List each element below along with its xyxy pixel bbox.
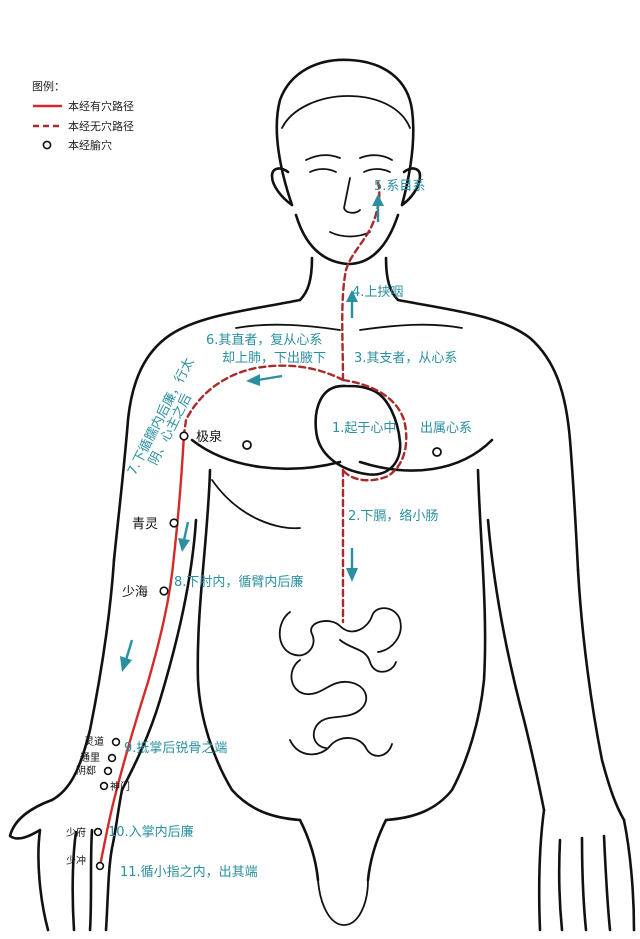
left-eyebrow [305, 154, 341, 161]
right-hand [537, 808, 636, 932]
step-11-label: 11.循小指之内，出其端 [120, 864, 258, 880]
solid-arm-path [98, 432, 186, 868]
label-qingling: 青灵 [132, 517, 158, 532]
step-4-label: 4.上挟咽 [352, 285, 403, 300]
acupoint-lingdao [111, 737, 121, 747]
legend-point-label: 本经腧穴 [68, 138, 112, 152]
legend: 图例： 本经有穴路径 本经无穴路径 本经腧穴 [32, 79, 134, 152]
arrow-up-eye [372, 194, 384, 222]
step-5-label: 5.系目系 [374, 179, 425, 194]
legend-title: 图例： [32, 79, 65, 93]
rib-line [211, 479, 301, 530]
arrow-down-abdomen [346, 548, 358, 582]
dashed-heart-loop [341, 378, 408, 482]
left-arm-outer [50, 558, 116, 802]
arrow-down-forearm [120, 639, 134, 672]
acupoint-tongli [107, 753, 117, 763]
legend-solid-label: 本经有穴路径 [68, 99, 134, 113]
right-eye [363, 168, 391, 173]
left-nipple [242, 440, 252, 450]
groin [298, 818, 388, 882]
step-6b-label: 却上肺，下出腋下 [222, 351, 326, 366]
left-hand [8, 788, 124, 932]
arrow-left-chest [246, 374, 283, 386]
step-2-label: 2.下膈，络小肠 [348, 508, 438, 524]
label-jiquan: 极泉 [196, 429, 222, 445]
heart [314, 384, 402, 476]
acupoint-labels: 极泉 青灵 少海 灵道 通里 阴郄 神门 少府 少冲 [66, 429, 222, 867]
step-3-label: 3.其支者，从心系 [354, 351, 457, 366]
label-yinxi: 阴郄 [76, 764, 96, 777]
nose [343, 177, 361, 214]
step-9-label: 9.抵掌后锐骨之端 [124, 741, 227, 756]
legend-dashed-label: 本经无穴路径 [68, 119, 134, 133]
arrow-down-upper-arm [178, 521, 190, 552]
right-arm-outer [576, 568, 626, 822]
step-10-label: 10.入掌内后廉 [108, 824, 194, 840]
step-8-label: 8.下肘内，循臂内后廉 [174, 574, 303, 590]
label-lingdao: 灵道 [84, 735, 104, 748]
arrow-up-throat [346, 290, 358, 318]
label-shaofu: 少府 [66, 826, 86, 839]
label-shenmen: 神门 [110, 780, 130, 793]
body-outline [8, 58, 636, 932]
left-arm-inner [120, 518, 198, 792]
genital-outline [317, 879, 369, 926]
acupoint-shaofu [93, 827, 103, 837]
left-eye [309, 168, 337, 173]
acupoints [93, 431, 189, 871]
right-eyebrow [359, 154, 393, 161]
acupoint-shaochong [95, 861, 105, 871]
chest-line [190, 438, 494, 472]
large-intestine [289, 737, 393, 757]
label-shaohai: 少海 [122, 585, 148, 600]
direction-arrows [120, 194, 384, 672]
torso-left [196, 468, 302, 822]
right-arm-inner [486, 518, 546, 812]
neck [298, 256, 400, 302]
label-tongli: 通里 [80, 752, 100, 764]
small-intestine [278, 607, 402, 749]
mouth [329, 231, 371, 238]
head-outline [270, 58, 422, 266]
dashed-to-armpit [182, 364, 345, 436]
acupoint-jiquan [179, 431, 189, 441]
step-6a-label: 6.其直者，复从心系 [206, 333, 322, 348]
right-nipple [432, 447, 442, 457]
step-1a-label: 1.起于心中 [332, 421, 396, 436]
clavicles [235, 323, 463, 331]
legend-point-swatch [42, 140, 52, 150]
left-shoulder [112, 298, 302, 562]
hairline [281, 95, 411, 129]
right-shoulder [396, 298, 580, 572]
acupoint-qingling [169, 518, 179, 528]
acupoint-shaohai [159, 586, 169, 596]
acupoint-shenmen [99, 781, 109, 791]
step-1b-label: 出属心系 [420, 421, 472, 436]
step-annotations: 5.系目系 4.上挟咽 6.其直者，复从心系 却上肺，下出腋下 3.其支者，从心… [108, 179, 472, 880]
acupoint-yinxi [103, 766, 113, 776]
torso-right [384, 468, 487, 822]
label-shaochong: 少冲 [66, 854, 86, 867]
